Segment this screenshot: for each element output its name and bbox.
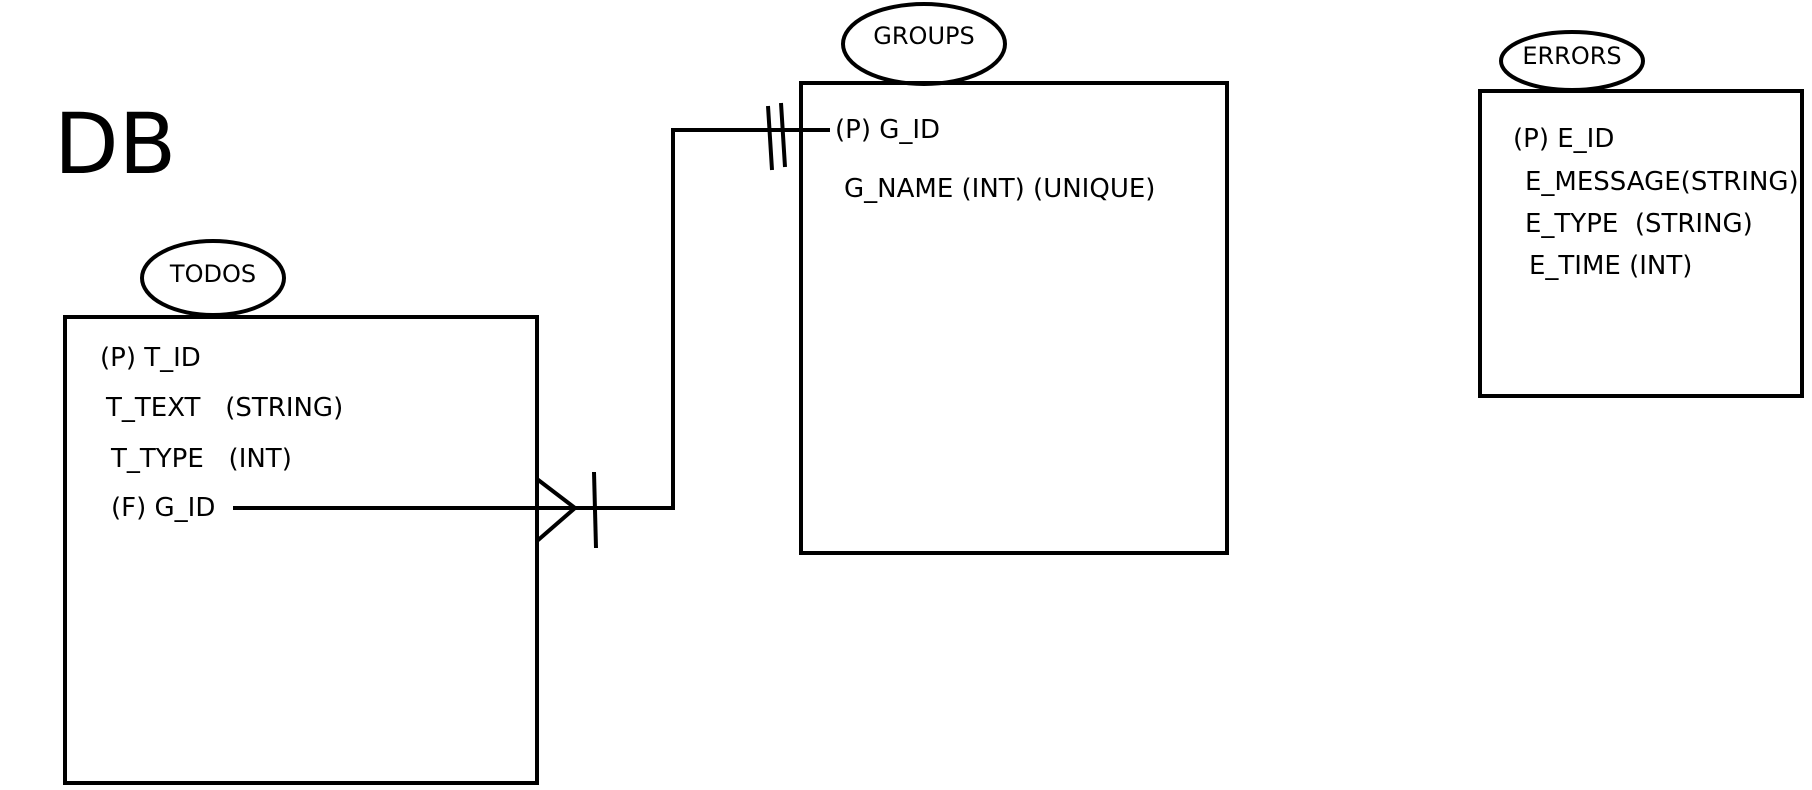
errors-table-box	[1478, 89, 1804, 398]
groups-table-box	[799, 81, 1229, 555]
groups-table-name: GROUPS	[873, 22, 975, 50]
errors-field: E_TYPE (STRING)	[1525, 209, 1753, 239]
todos-field: T_TEXT (STRING)	[106, 393, 344, 423]
errors-field: E_MESSAGE(STRING)	[1525, 167, 1799, 197]
diagram-title: DB	[54, 95, 177, 193]
errors-table-name: ERRORS	[1522, 42, 1622, 70]
todos-table-box	[63, 315, 539, 785]
relationship-line	[233, 128, 830, 510]
crows-foot-marker	[535, 477, 579, 543]
double-bar-marker-2	[779, 102, 787, 168]
groups-field: G_NAME (INT) (UNIQUE)	[844, 174, 1156, 204]
one-bar-marker	[592, 471, 598, 549]
todos-field: (F) G_ID	[111, 493, 216, 523]
todos-field: (P) T_ID	[100, 343, 201, 373]
errors-field: E_TIME (INT)	[1529, 251, 1693, 281]
double-bar-marker-1	[766, 105, 774, 171]
groups-field: (P) G_ID	[835, 115, 941, 145]
todos-table-name: TODOS	[169, 260, 257, 288]
todos-field: T_TYPE (INT)	[111, 444, 292, 474]
errors-field: (P) E_ID	[1513, 124, 1615, 154]
